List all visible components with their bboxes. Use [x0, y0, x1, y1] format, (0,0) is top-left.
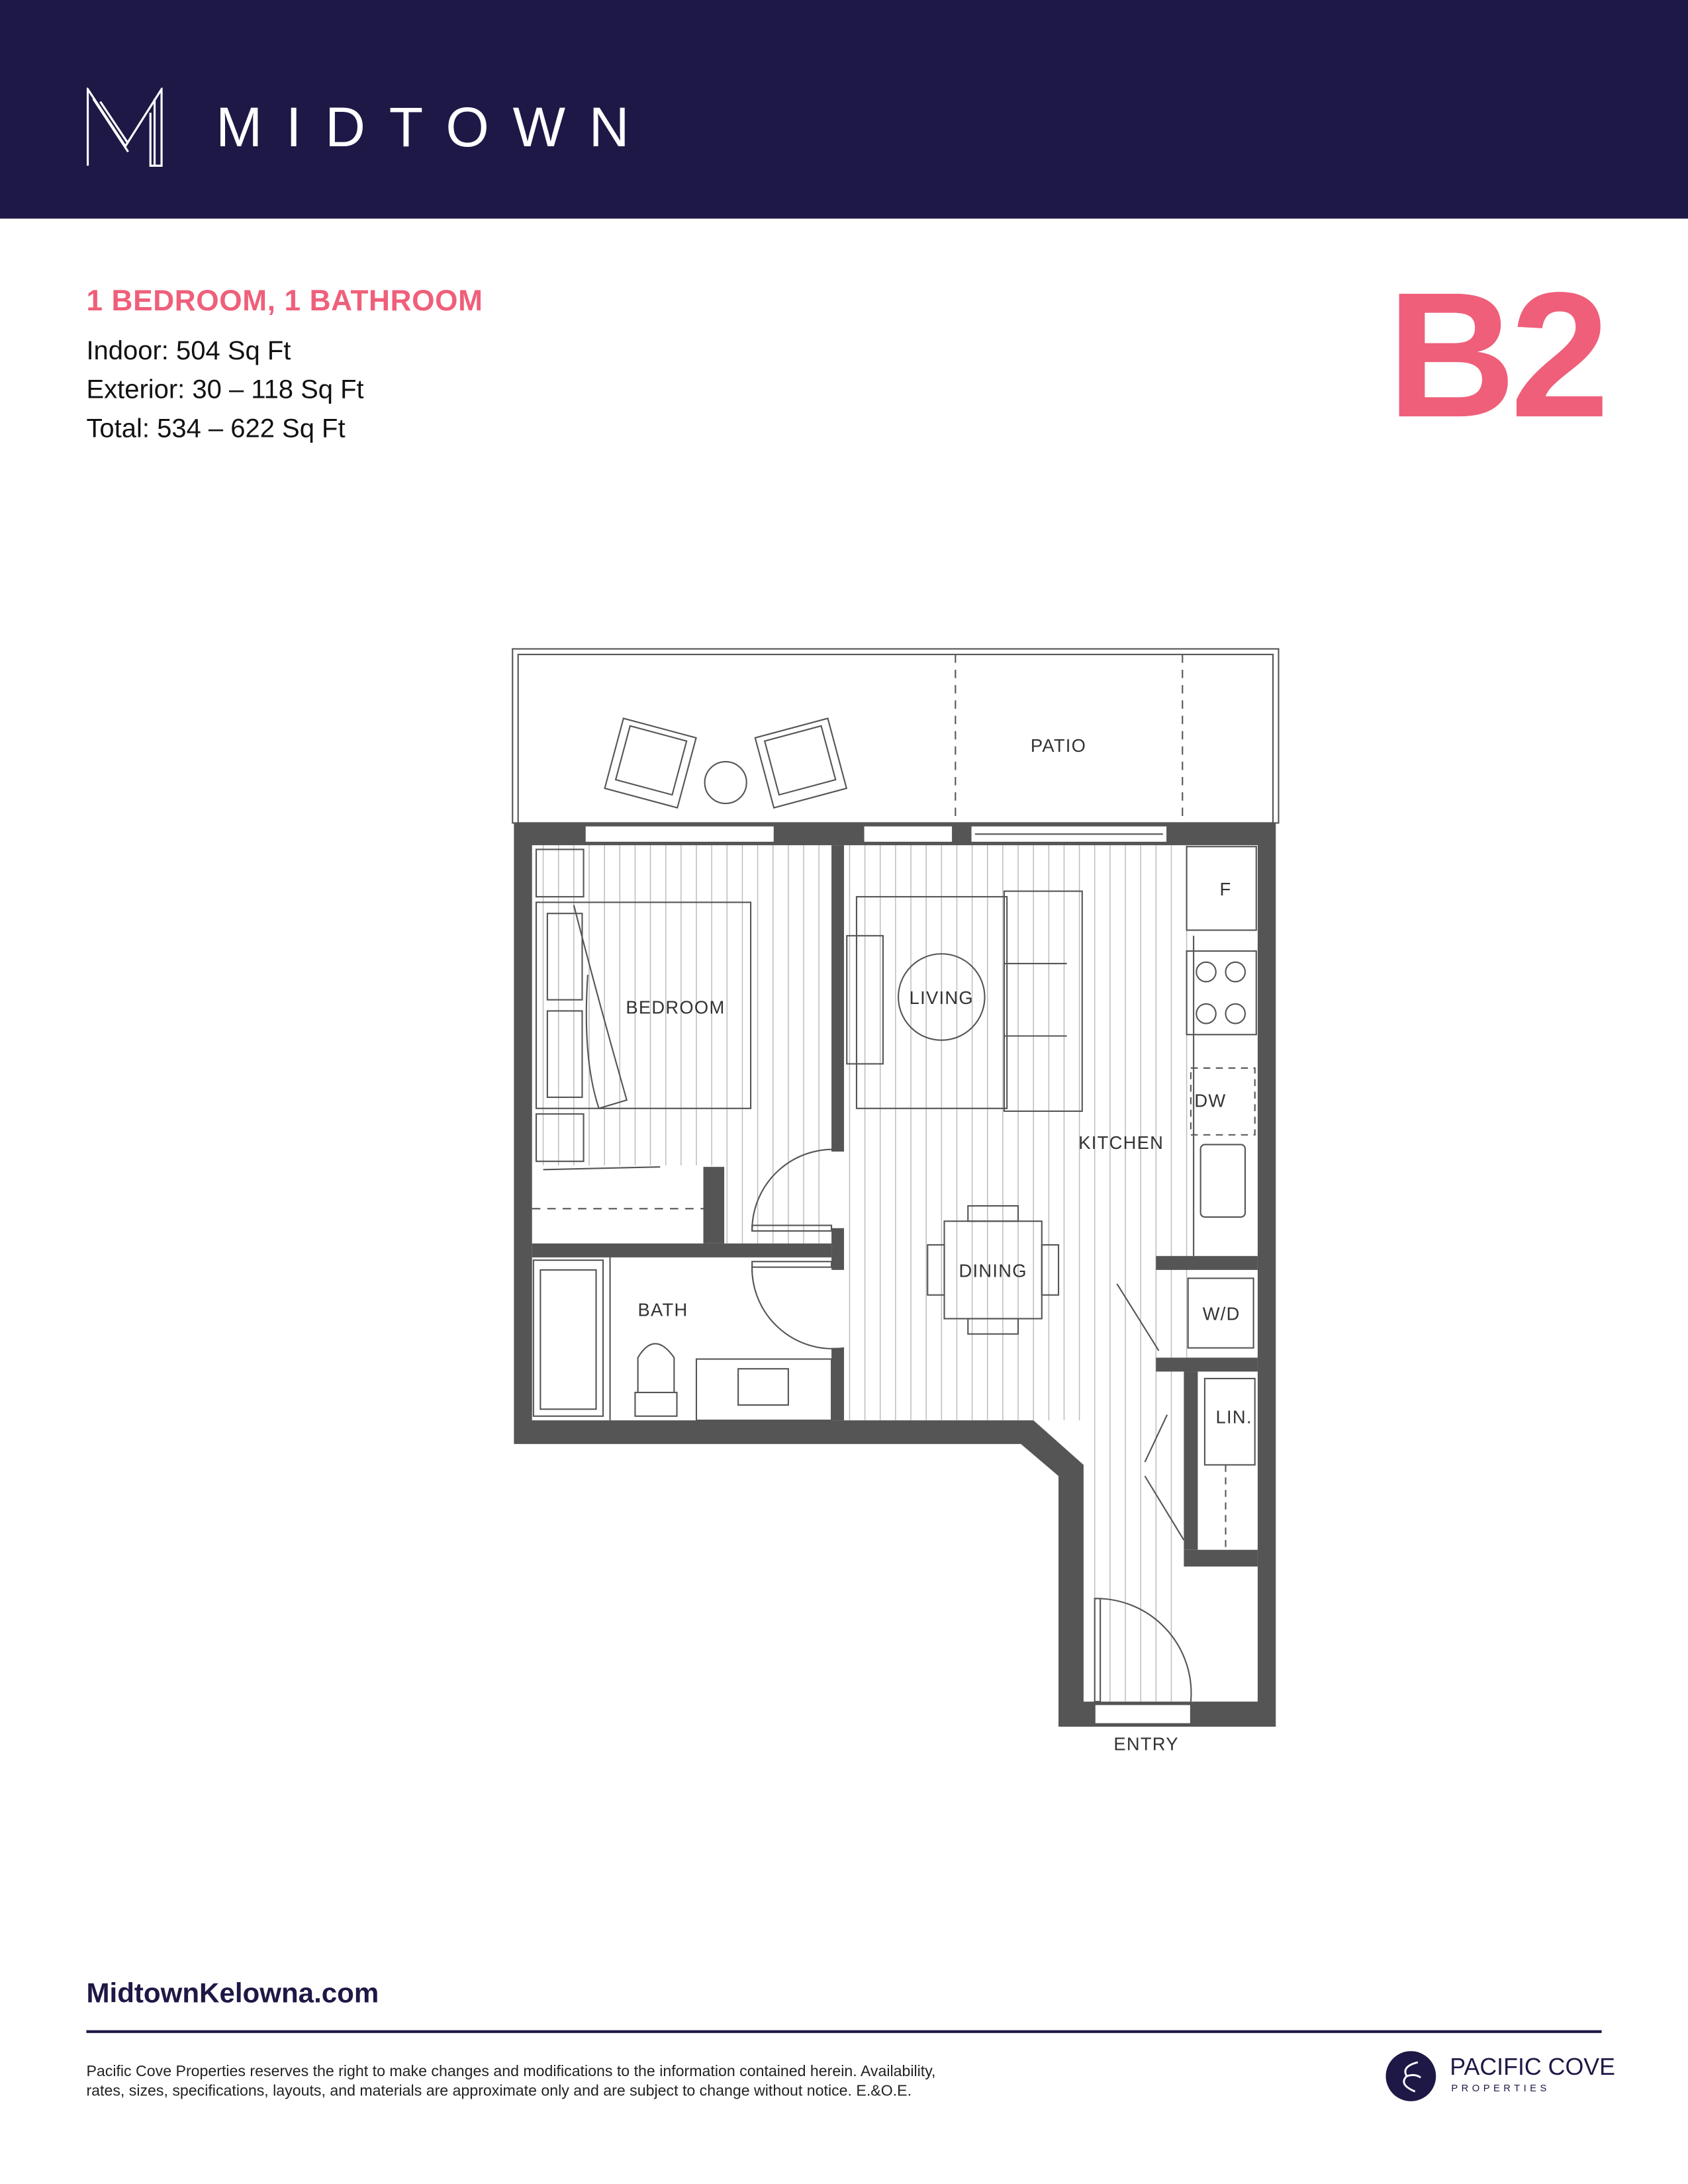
disclaimer-line-1: Pacific Cove Properties reserves the rig… — [86, 2064, 936, 2081]
bedroom-label: BEDROOM — [626, 997, 725, 1018]
linen-label: LIN. — [1216, 1406, 1252, 1427]
patio-label: PATIO — [1031, 735, 1086, 756]
living-label: LIVING — [910, 987, 974, 1008]
midtown-m-logo-icon — [86, 87, 163, 167]
washer-dryer-label: W/D — [1203, 1304, 1241, 1324]
dining-label: DINING — [959, 1260, 1027, 1281]
fridge-label: F — [1220, 879, 1232, 899]
website-link[interactable]: MidtownKelowna.com — [86, 1978, 379, 2010]
indoor-area: Indoor: 504 Sq Ft — [86, 337, 291, 367]
exterior-area: Exterior: 30 – 118 Sq Ft — [86, 376, 364, 406]
bath-label: BATH — [638, 1299, 688, 1320]
floor-plan: PATIO — [512, 648, 1280, 1754]
pacific-cove-logo-icon — [1385, 2051, 1436, 2101]
unit-code: B2 — [1387, 256, 1610, 456]
entry-floor — [1083, 1420, 1184, 1702]
fixtures — [532, 846, 1257, 1703]
unit-type: 1 BEDROOM, 1 BATHROOM — [86, 285, 483, 318]
dishwasher-label: DW — [1194, 1091, 1226, 1111]
brand-name: MIDTOWN — [216, 97, 653, 159]
developer-subtitle: PROPERTIES — [1451, 2084, 1550, 2095]
entry-label: ENTRY — [1113, 1734, 1179, 1754]
developer-name: PACIFIC COVE — [1450, 2054, 1616, 2081]
room-labels: BEDROOM LIVING KITCHEN DINING BATH F DW … — [626, 879, 1252, 1754]
bedroom-floor-2 — [724, 1165, 832, 1244]
disclaimer: Pacific Cove Properties reserves the rig… — [86, 2062, 1145, 2101]
bedroom-floor — [532, 845, 832, 1166]
header-band: MIDTOWN — [0, 0, 1688, 219]
interior-walls — [532, 845, 1258, 1567]
patio — [512, 648, 1280, 824]
kitchen-label: KITCHEN — [1078, 1132, 1164, 1153]
total-area: Total: 534 – 622 Sq Ft — [86, 414, 346, 445]
footer-divider — [86, 2030, 1602, 2033]
disclaimer-line-2: rates, sizes, specifications, layouts, a… — [86, 2083, 912, 2100]
windows — [584, 825, 1192, 1725]
